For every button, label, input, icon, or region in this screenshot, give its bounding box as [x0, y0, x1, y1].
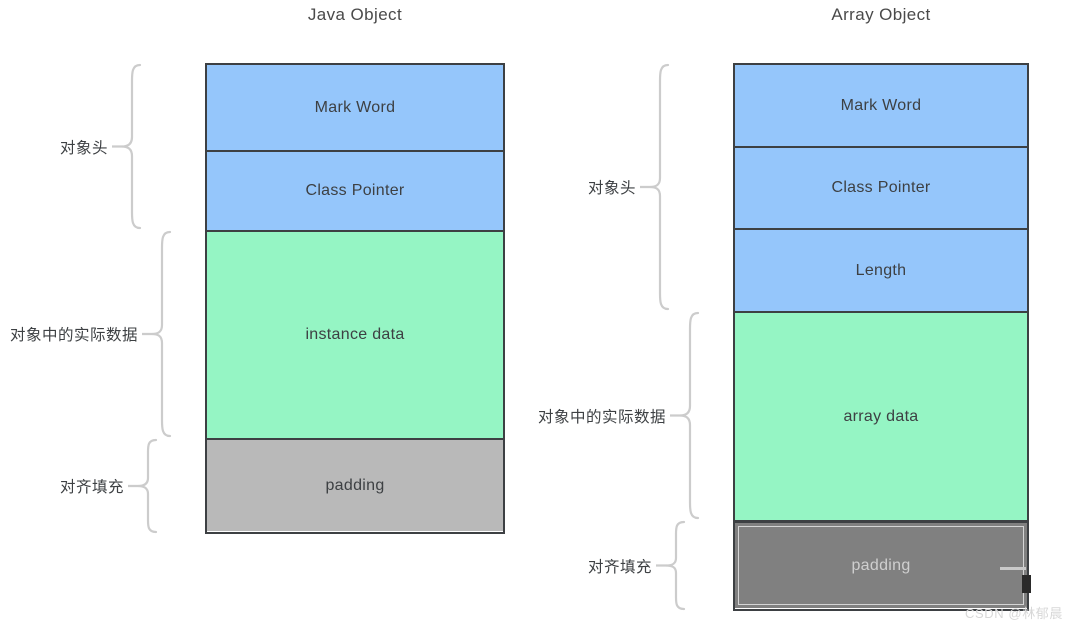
java-group-object-header-label: 对象头 — [60, 139, 109, 157]
java-block-padding[interactable]: padding — [207, 440, 503, 531]
array-block-padding[interactable]: padding — [735, 522, 1027, 608]
brace-icon — [128, 438, 158, 534]
java-object-title: Java Object — [307, 5, 403, 24]
array-group-padding: 对齐填充 — [588, 520, 686, 611]
cursor-artifact — [1000, 567, 1031, 593]
array-object-memory-layout: Mark Word Class Pointer Length array dat… — [733, 63, 1029, 611]
brace-icon — [640, 63, 670, 311]
java-block-instance-data-label: instance data — [305, 326, 405, 343]
array-block-class-pointer-label: Class Pointer — [831, 179, 931, 196]
array-block-mark-word-label: Mark Word — [840, 96, 922, 114]
array-group-array-data: 对象中的实际数据 — [538, 311, 700, 520]
brace-icon — [112, 63, 142, 230]
java-block-mark-word[interactable]: Mark Word — [207, 65, 503, 152]
brace-icon — [142, 230, 172, 438]
array-group-object-header-label: 对象头 — [588, 180, 637, 197]
array-group-array-data-label: 对象中的实际数据 — [538, 408, 667, 426]
array-group-object-header: 对象头 — [588, 63, 670, 311]
array-block-array-data[interactable]: array data — [735, 313, 1027, 522]
brace-icon — [670, 311, 700, 520]
java-group-instance-data: 对象中的实际数据 — [10, 230, 172, 438]
array-block-array-data-label: array data — [843, 407, 919, 425]
watermark: CSDN @林郁晨 — [964, 606, 1063, 621]
array-block-length-label: Length — [855, 261, 907, 279]
java-group-instance-data-label: 对象中的实际数据 — [10, 327, 139, 344]
array-block-mark-word[interactable]: Mark Word — [735, 65, 1027, 148]
java-block-class-pointer[interactable]: Class Pointer — [207, 152, 503, 232]
java-block-padding-label: padding — [325, 476, 385, 494]
array-block-padding-label: padding — [851, 556, 911, 574]
java-block-mark-word-label: Mark Word — [314, 98, 396, 116]
java-group-padding-label: 对齐填充 — [60, 479, 125, 496]
brace-icon — [656, 520, 686, 611]
java-block-class-pointer-label: Class Pointer — [305, 182, 405, 199]
java-group-object-header: 对象头 — [60, 63, 142, 230]
array-block-length[interactable]: Length — [735, 230, 1027, 313]
java-object-memory-layout: Mark Word Class Pointer instance data pa… — [205, 63, 505, 534]
java-group-padding: 对齐填充 — [60, 438, 158, 534]
array-block-class-pointer[interactable]: Class Pointer — [735, 148, 1027, 230]
array-object-title: Array Object — [831, 5, 931, 24]
java-block-instance-data[interactable]: instance data — [207, 232, 503, 440]
array-group-padding-label: 对齐填充 — [588, 558, 653, 576]
